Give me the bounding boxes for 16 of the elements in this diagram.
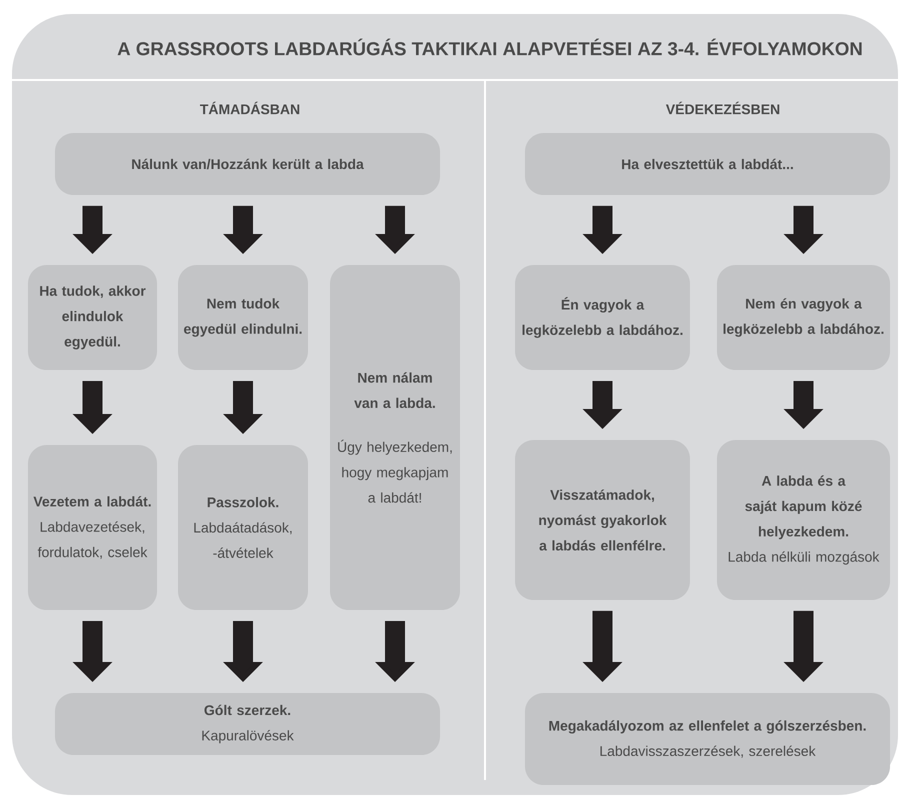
process-box: Visszatámadok, nyomást gyakorlok a labdás ellenfélre. <box>515 440 690 600</box>
process-box: Ha tudok, akkor elindulok egyedül. <box>28 264 158 370</box>
section-heading: TÁMADÁSBAN <box>200 102 300 114</box>
section-heading: VÉDEKEZÉSBEN <box>666 102 780 114</box>
title: A GRASSROOTS LABDARÚGÁS TAKTIKAI ALAPVETÉSEI AZ 3-4. ÉVFOLYAMOKON <box>118 38 862 56</box>
process-box: Gólt szerzek. Kapuralövések <box>54 693 440 755</box>
process-box: Nálunk van/Hozzánk került a labda <box>54 133 440 195</box>
process-box: Nem tudok egyedül elindulni. <box>178 264 308 370</box>
process-box: Vezetem a labdát. Labdavezetések, fordulatok, cselek <box>28 444 158 610</box>
process-box: Passzolok. Labdaátadások, -átvételek <box>178 444 308 610</box>
process-box: Nem nálam van a labda. Úgy helyezkedem, hogy megkapjam a labdát! <box>330 264 460 610</box>
process-box: A labda és a saját kapum közé helyezkedem. Labda nélküli mozgások <box>716 440 890 600</box>
process-box: Nem én vagyok a legközelebb a labdához. <box>716 264 890 370</box>
process-box: Megakadályozom az ellenfelet a gólszerzésben. Labdavisszaszerzések, szerelések <box>524 693 890 785</box>
process-box: Ha elvesztettük a labdát... <box>524 133 890 195</box>
process-box: Én vagyok a legközelebb a labdához. <box>515 264 690 370</box>
